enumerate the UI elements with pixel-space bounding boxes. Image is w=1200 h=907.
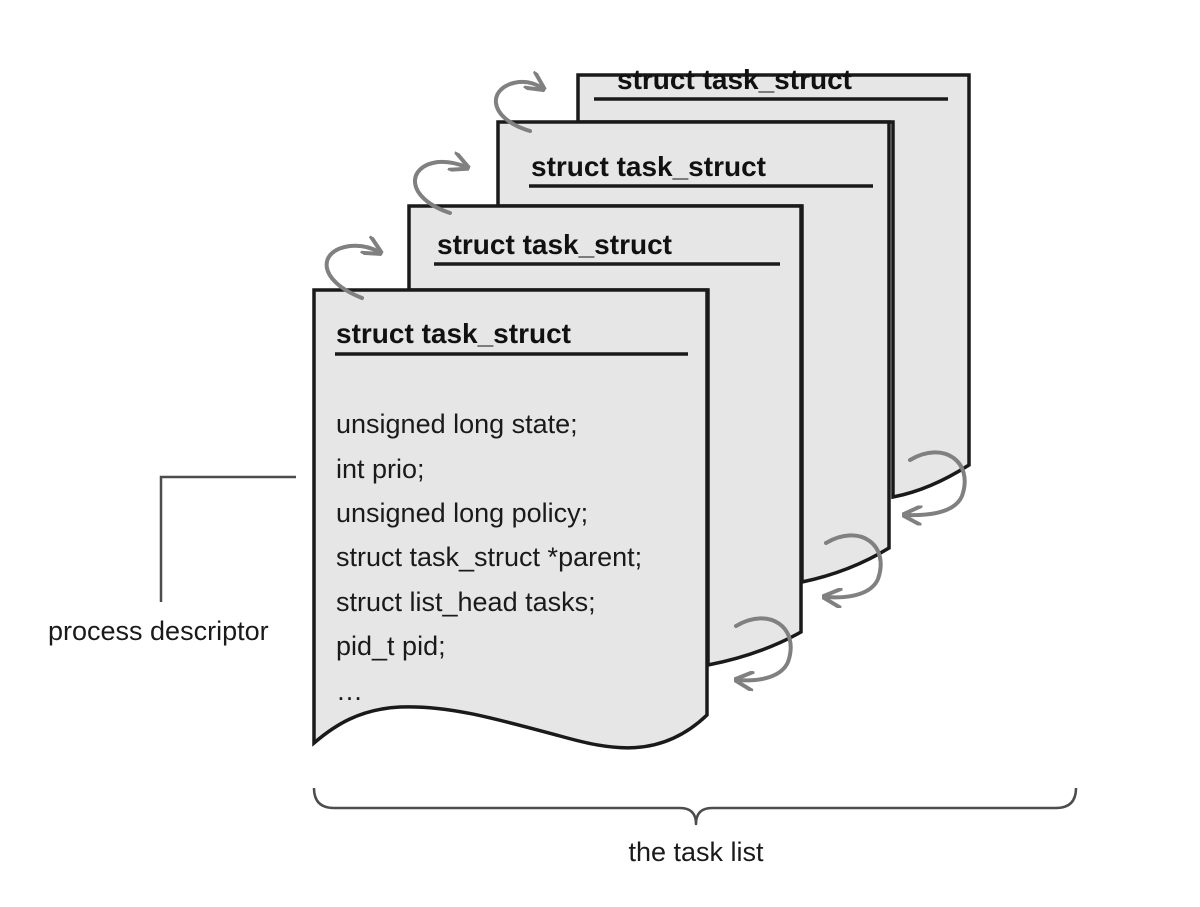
- card-2-title: struct task_struct: [437, 229, 672, 260]
- task-struct-card-4: struct task_struct: [576, 64, 971, 500]
- card-4-title: struct task_struct: [617, 64, 852, 95]
- task-list-brace-group: the task list: [312, 787, 1078, 867]
- process-descriptor-label: process descriptor: [48, 616, 269, 646]
- field-tasks: struct list_head tasks;: [336, 587, 596, 617]
- callout-pointer-line: [159, 475, 296, 602]
- card-3-title: struct task_struct: [531, 151, 766, 182]
- task-struct-card-1: struct task_struct unsigned long state; …: [312, 288, 709, 750]
- prev-link-arrow-1: [736, 616, 793, 680]
- field-policy: unsigned long policy;: [336, 498, 588, 528]
- field-prio: int prio;: [336, 454, 425, 484]
- task-list-label: the task list: [628, 837, 764, 867]
- field-parent: struct task_struct *parent;: [336, 542, 642, 572]
- process-descriptor-callout: process descriptor: [48, 475, 296, 646]
- prev-link-arrow-3: [906, 450, 967, 515]
- prev-link-arrow-2: [826, 533, 883, 597]
- next-link-arrow-3: [493, 82, 542, 133]
- next-link-arrow-1: [324, 246, 379, 300]
- next-link-arrow-2: [413, 162, 466, 215]
- task-list-brace: [312, 787, 1078, 826]
- card-1-title: struct task_struct: [336, 318, 571, 349]
- field-pid: pid_t pid;: [336, 631, 446, 661]
- field-state: unsigned long state;: [336, 409, 578, 439]
- field-ellipsis: …: [336, 676, 363, 706]
